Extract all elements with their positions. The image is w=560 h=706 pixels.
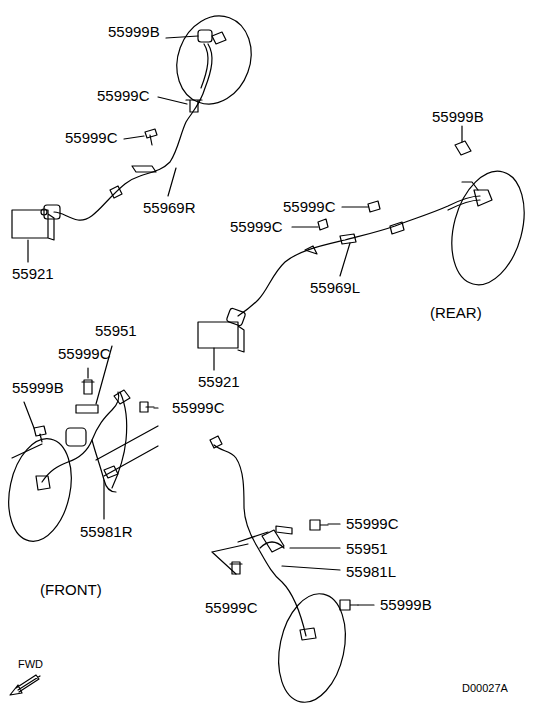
- part-number: 55999C: [346, 516, 399, 532]
- part-number: 55999C: [172, 400, 225, 416]
- part-number: 55999C: [97, 88, 150, 104]
- part-number: 55951: [346, 541, 388, 557]
- forward-arrow: [10, 675, 40, 695]
- part-number: 55999B: [380, 597, 432, 613]
- note-label: D00027A: [462, 682, 508, 694]
- note-label: FWD: [18, 658, 43, 670]
- part-number: 55969R: [143, 200, 196, 216]
- rear-right-sensor-harness: [12, 5, 263, 262]
- part-number: 55999C: [65, 130, 118, 146]
- part-number: 55921: [12, 266, 54, 282]
- part-number: 55921: [198, 374, 240, 390]
- part-number: 55969L: [310, 280, 360, 296]
- part-number: 55981L: [346, 564, 396, 580]
- part-number: 55981R: [80, 524, 133, 540]
- part-number: 55999C: [58, 346, 111, 362]
- front-right-sensor-harness: [0, 346, 158, 547]
- part-number: 55999C: [205, 600, 258, 616]
- part-number: 55999C: [283, 199, 336, 215]
- part-number: 55999C: [230, 219, 283, 235]
- part-number: 55951: [95, 323, 137, 339]
- part-number: 55999B: [432, 109, 484, 125]
- part-number: 55999B: [12, 380, 64, 396]
- rear-left-sensor-harness: [198, 126, 536, 370]
- note-label: (FRONT): [40, 582, 102, 598]
- part-number: 55999B: [108, 24, 160, 40]
- note-label: (REAR): [430, 305, 482, 321]
